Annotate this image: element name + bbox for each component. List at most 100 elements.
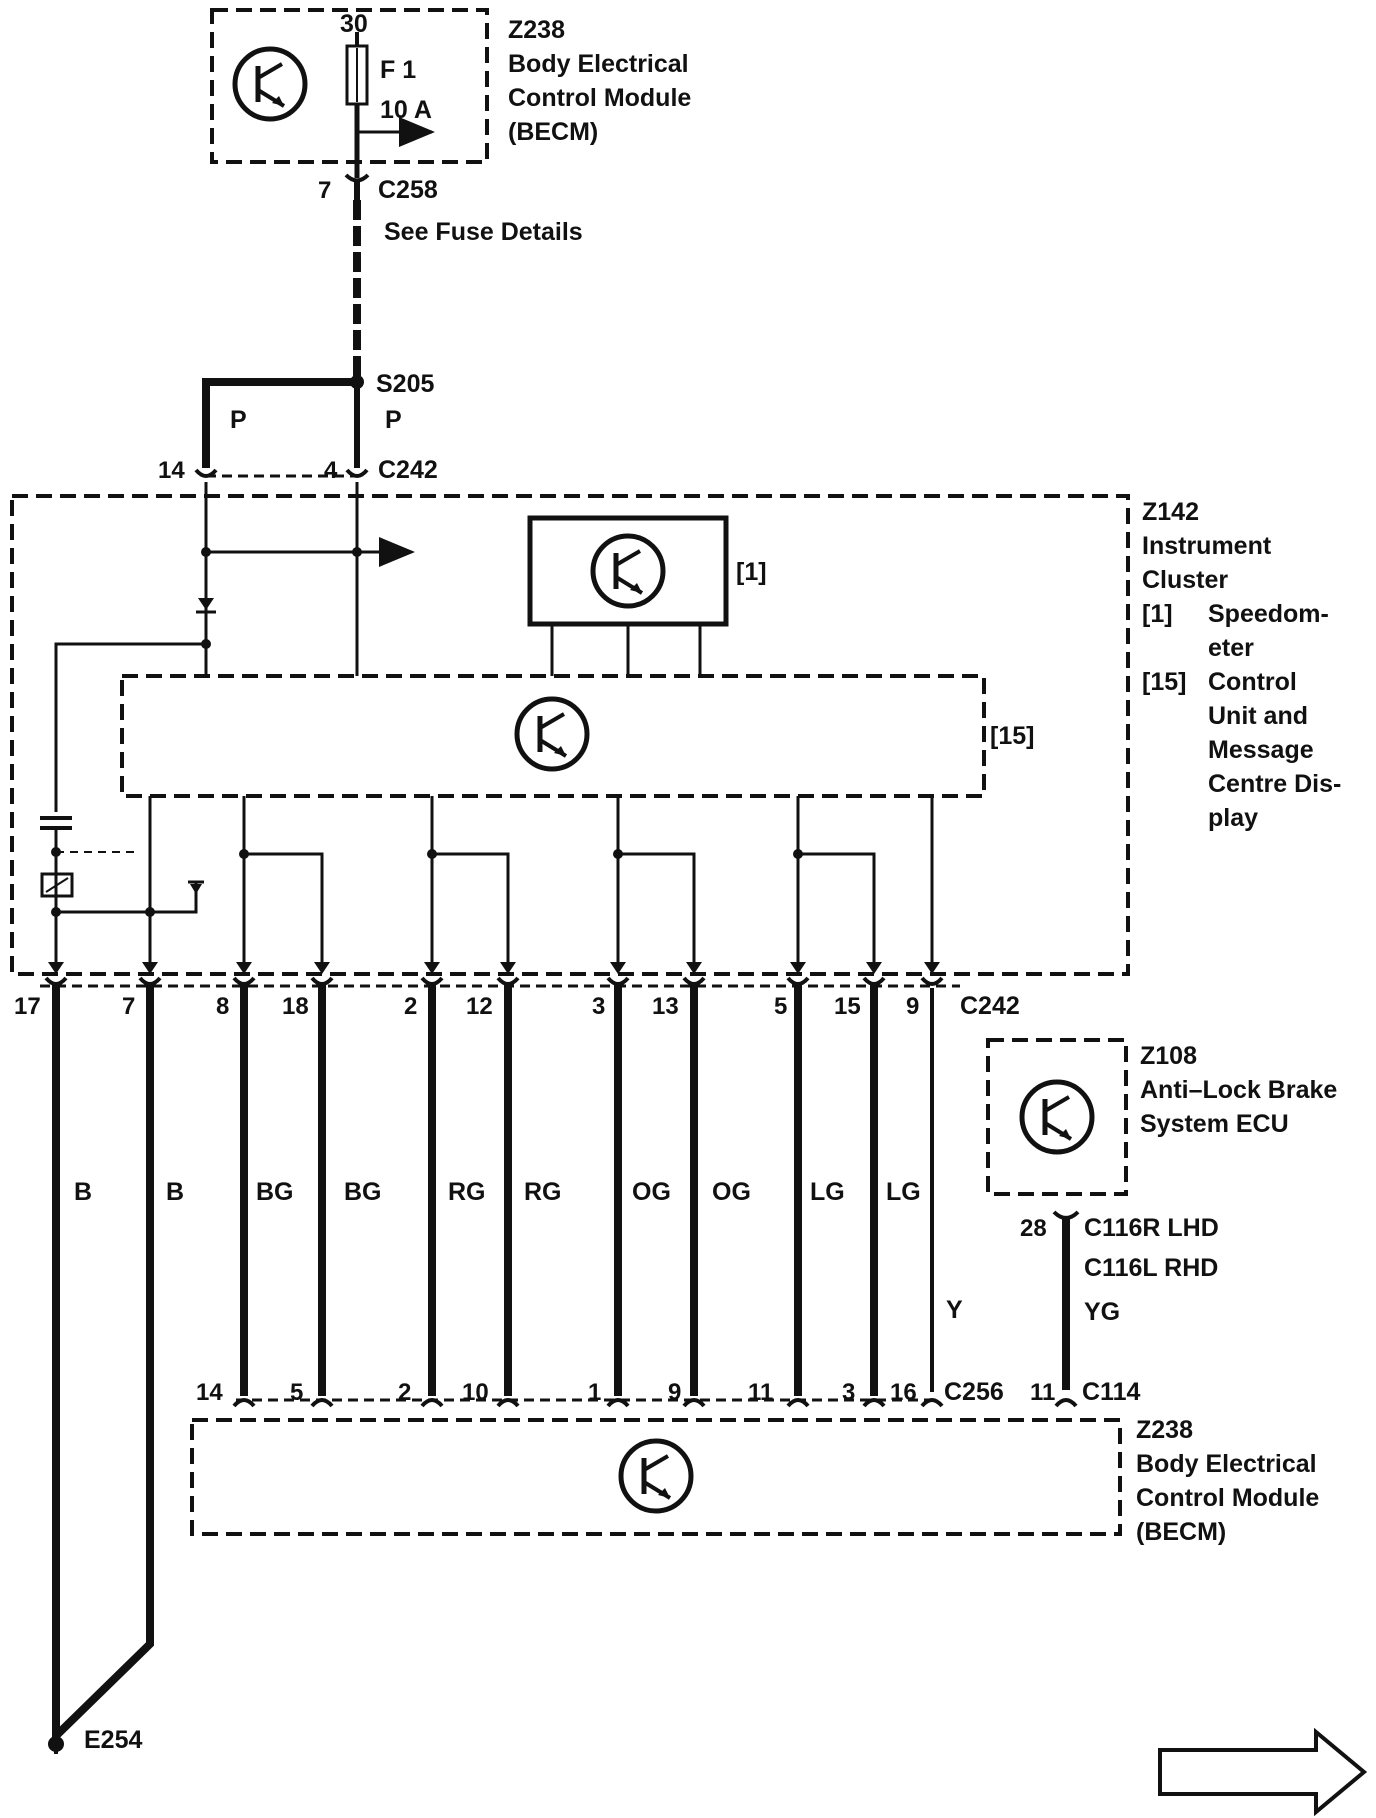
top-becm-line-1: Body Electrical [508, 50, 689, 78]
wire-b-7 [54, 984, 154, 1738]
wire-label-9: LG [810, 1178, 845, 1206]
fuse-name-label: F 1 [380, 56, 416, 84]
chassis-ground-icon [190, 884, 202, 894]
c256-pin-6: 9 [668, 1379, 681, 1406]
c242-out-pin-2: 7 [122, 993, 135, 1020]
abs-ecu-connector-2: C116L RHD [1084, 1254, 1218, 1282]
abs-ecu-line-1: Anti–Lock Brake [1140, 1076, 1337, 1104]
cluster-id: Z142 [1142, 498, 1199, 526]
abs-ecu-pin: 28 [1020, 1215, 1047, 1242]
cluster-dashed-box [10, 494, 1130, 976]
legend-15-line-4: Centre Dis- [1208, 770, 1341, 798]
c242-input-connector: 14 4 C242 [158, 456, 438, 484]
abs-wire-color: YG [1084, 1298, 1120, 1326]
wire-label-10: LG [886, 1178, 921, 1206]
c256-pin-5: 1 [588, 1379, 601, 1406]
s205-id-label: S205 [376, 370, 434, 398]
cluster-internal-traces [54, 796, 934, 962]
top-becm-transistor-icon [232, 46, 308, 122]
abs-ecu-line-2: System ECU [1140, 1110, 1289, 1138]
fuse-rating-label: 10 A [380, 96, 432, 124]
legend-key-1: [1] [1142, 600, 1173, 628]
next-page-arrow-icon[interactable] [1158, 1727, 1368, 1817]
c258-id-label: C258 [378, 176, 438, 204]
top-becm-line-3: (BECM) [508, 118, 598, 146]
c114-id: C114 [1082, 1378, 1140, 1406]
abs-ecu-connector-1: C116R LHD [1084, 1214, 1219, 1242]
c256-connector: 14 5 2 10 1 9 11 3 16 C256 11 C114 [196, 1378, 1140, 1408]
abs-ecu-id: Z108 [1140, 1042, 1197, 1070]
wire-label-7: OG [632, 1178, 671, 1206]
speedometer-transistor-icon [590, 533, 666, 609]
legend-1-line-2: eter [1208, 634, 1254, 662]
c242-in-pin-a: 14 [158, 457, 185, 484]
c242-out-pin-5: 2 [404, 993, 417, 1020]
wire-label-8: OG [712, 1178, 751, 1206]
c242-out-pin-9: 5 [774, 993, 787, 1020]
control-unit-tag: [15] [990, 722, 1034, 750]
ground-e254: E254 [48, 1726, 142, 1754]
c256-pin-9: 16 [890, 1379, 917, 1406]
legend-15-line-3: Message [1208, 736, 1314, 764]
c258-pin-label: 7 [318, 177, 331, 204]
c242-out-pin-11: 9 [906, 993, 919, 1020]
c242-out-pin-1: 17 [14, 993, 41, 1020]
bottom-becm-id: Z238 [1136, 1416, 1193, 1444]
wire-label-4: BG [344, 1178, 382, 1206]
c242-out-pin-6: 12 [466, 993, 493, 1020]
c256-pin-1: 14 [196, 1379, 223, 1406]
bottom-becm-line-1: Body Electrical [1136, 1450, 1317, 1478]
fuse-details-note: See Fuse Details [384, 218, 583, 246]
top-becm-line-2: Control Module [508, 84, 691, 112]
wire-color-labels: B B BG BG RG RG OG OG LG LG Y [74, 1178, 963, 1324]
abs-ecu-dashed-box [986, 1038, 1128, 1196]
bottom-becm-module: Z238 Body Electrical Control Module (BEC… [190, 1416, 1319, 1546]
c242-output-connector: 17 7 8 18 2 12 3 13 5 15 9 C242 [14, 976, 1020, 1020]
abs-ecu-transistor-icon [1019, 1079, 1095, 1155]
c242-out-pin-4: 18 [282, 993, 309, 1020]
diode-icon [196, 598, 216, 614]
bottom-becm-dashed-box [190, 1418, 1122, 1536]
bottom-becm-transistor-icon [618, 1438, 694, 1514]
wire-label-1: B [74, 1178, 92, 1206]
cluster-output-arrows [48, 962, 940, 974]
top-becm-id: Z238 [508, 16, 565, 44]
s205-splice: S205 P P [202, 370, 434, 468]
wire-label-5: RG [448, 1178, 486, 1206]
legend-15-line-2: Unit and [1208, 702, 1308, 730]
c242-out-pin-10: 15 [834, 993, 861, 1020]
top-becm-module: 30 F 1 10 A Z238 Body Electrical Control… [210, 8, 691, 178]
s205-wire-right-label: P [385, 406, 402, 434]
cluster-line-1: Instrument [1142, 532, 1272, 560]
harness-wires [52, 984, 878, 1740]
c256-id: C256 [944, 1378, 1004, 1406]
c256-pin-4: 10 [462, 1379, 489, 1406]
wire-label-2: B [166, 1178, 184, 1206]
ground-id: E254 [84, 1726, 142, 1754]
c258-connector: 7 C258 See Fuse Details [318, 173, 583, 246]
bottom-becm-line-2: Control Module [1136, 1484, 1319, 1512]
wire-label-11: Y [946, 1296, 963, 1324]
fuse-terminal-label: 30 [340, 10, 368, 38]
top-becm-dashed-box [210, 8, 489, 164]
legend-key-15: [15] [1142, 668, 1186, 696]
abs-ecu-module: Z108 Anti–Lock Brake System ECU 28 C116R… [986, 1038, 1337, 1390]
control-unit-transistor-icon [514, 696, 590, 772]
control-unit-box [120, 674, 986, 798]
speedometer-tag: [1] [736, 558, 767, 586]
c256-pin-7: 11 [748, 1379, 773, 1406]
c242-out-pin-3: 8 [216, 993, 229, 1020]
s205-wire-left-label: P [230, 406, 247, 434]
fuse-icon [345, 32, 369, 178]
c256-pin-2: 5 [290, 1379, 303, 1406]
bottom-becm-line-3: (BECM) [1136, 1518, 1226, 1546]
c242-out-id: C242 [960, 992, 1020, 1020]
c256-pin-3: 2 [398, 1379, 411, 1406]
c242-in-id: C242 [378, 456, 438, 484]
c242-out-pin-7: 3 [592, 993, 605, 1020]
legend-15-line-5: play [1208, 804, 1258, 832]
legend-15-line-1: Control [1208, 668, 1297, 696]
instrument-cluster: [1] [15] [10, 482, 1341, 976]
c256-pin-8: 3 [842, 1379, 855, 1406]
